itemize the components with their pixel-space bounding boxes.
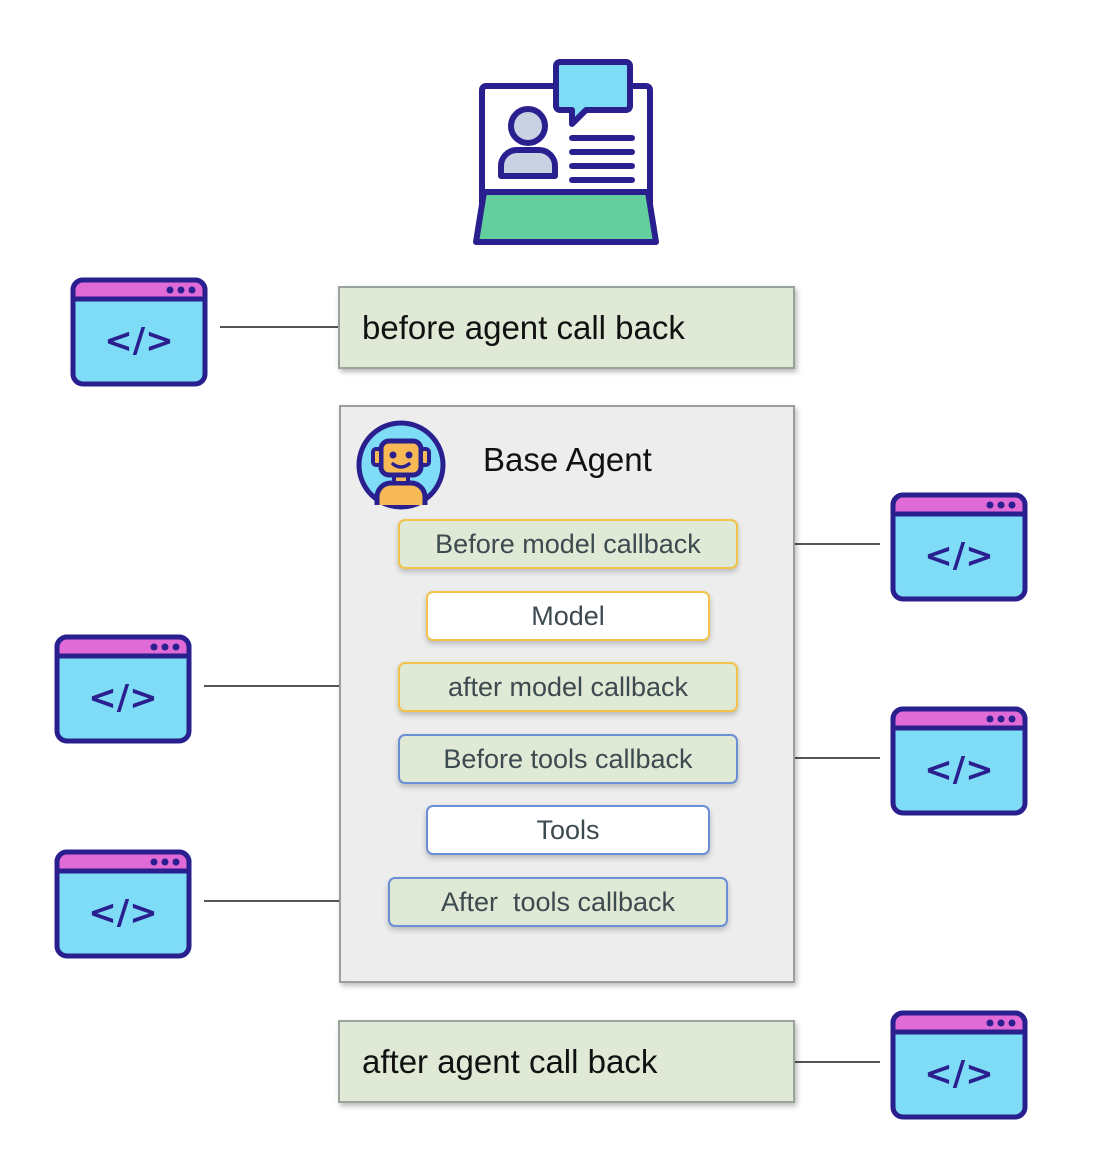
after-model-callback: after model callback (398, 662, 738, 712)
step-label: Before tools callback (443, 743, 693, 774)
connector-line (795, 1061, 880, 1063)
code-window-icon: </> (890, 492, 1028, 602)
svg-text:</>: </> (924, 1054, 993, 1094)
before-agent-callback-box: before agent call back (338, 286, 795, 369)
step-label: after model callback (447, 671, 689, 702)
laptop-profile-icon (473, 59, 659, 245)
after-agent-callback-label: after agent call back (362, 1042, 658, 1080)
svg-text:</>: </> (88, 678, 157, 718)
step-label: After tools callback (440, 886, 676, 917)
step-label: Model (531, 600, 605, 631)
connector-line (220, 326, 340, 328)
code-window-icon: </> (54, 634, 192, 744)
connector-line (736, 757, 880, 759)
robot-avatar-icon (356, 420, 446, 510)
svg-text:</>: </> (924, 536, 993, 576)
after-tools-callback: After tools callback (388, 877, 728, 927)
code-window-icon: </> (890, 1010, 1028, 1120)
base-agent-panel: Base Agent Before model callback Model a… (339, 405, 795, 983)
after-agent-callback-box: after agent call back (338, 1020, 795, 1103)
before-agent-callback-label: before agent call back (362, 308, 685, 346)
connector-line (204, 685, 398, 687)
code-window-icon: </> (70, 277, 208, 387)
step-label: Tools (536, 814, 600, 845)
connector-line (736, 543, 880, 545)
agent-title: Base Agent (483, 441, 652, 478)
before-tools-callback: Before tools callback (398, 734, 738, 784)
svg-text:</>: </> (104, 321, 173, 361)
before-model-callback: Before model callback (398, 519, 738, 569)
tools-step: Tools (426, 805, 710, 855)
svg-text:</>: </> (924, 750, 993, 790)
connector-line (204, 900, 388, 902)
code-window-icon: </> (890, 706, 1028, 816)
model-step: Model (426, 591, 710, 641)
svg-text:</>: </> (88, 893, 157, 933)
step-label: Before model callback (435, 528, 701, 559)
code-window-icon: </> (54, 849, 192, 959)
